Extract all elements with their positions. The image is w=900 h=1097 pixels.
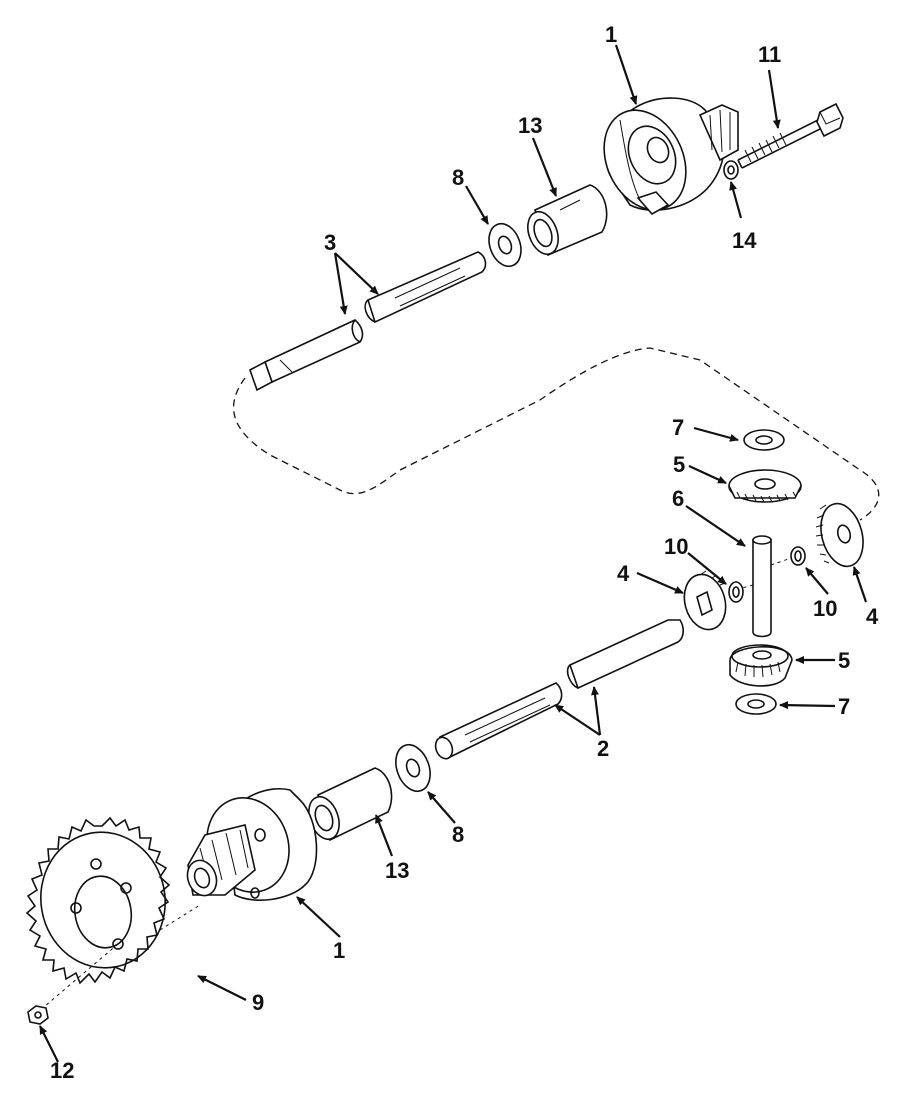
callout-washer-7-top: 7 (672, 415, 684, 440)
bearing-bottom-part (308, 767, 393, 842)
snap-ring-right-part (790, 546, 806, 566)
leader-lines (39, 44, 868, 1063)
callout-thrust-washer-bottom: 8 (452, 822, 464, 847)
sprocket-part (25, 816, 171, 985)
bearing-top-part (527, 184, 608, 257)
callout-sprocket: 9 (252, 990, 264, 1015)
washer-7-top-part (743, 429, 785, 451)
bevel-gear-right-part (815, 502, 864, 568)
callout-pinion-gear-top: 5 (673, 452, 685, 477)
alignment-line-hub (159, 904, 201, 931)
callout-bearing-top: 13 (518, 113, 542, 138)
washer-7-bottom-part (735, 693, 777, 715)
callout-washer-7-bottom: 7 (838, 694, 850, 719)
callout-cross-shaft: 6 (672, 486, 684, 511)
bolt-part (737, 102, 844, 169)
thrust-washer-bottom-part (395, 743, 431, 793)
bevel-gear-left-part (683, 570, 727, 631)
housing-bottom-part (186, 788, 318, 901)
callout-nut: 12 (50, 1058, 74, 1083)
assembly-group-outline (232, 347, 880, 521)
lock-washer-part (723, 160, 739, 180)
callout-bolt: 11 (758, 42, 781, 67)
pinion-gear-top-part (728, 469, 802, 503)
callout-snap-ring-left: 10 (664, 534, 688, 559)
thrust-washer-top-part (488, 222, 522, 268)
callout-bevel-gear-right: 4 (866, 604, 879, 629)
callout-housing-bottom: 1 (333, 938, 345, 963)
cross-shaft-part (734, 535, 801, 638)
callout-housing-top: 1 (605, 22, 617, 47)
callout-pinion-gear-bottom: 5 (838, 648, 850, 673)
callout-lock-washer: 14 (732, 228, 757, 253)
callout-snap-ring-right: 10 (813, 596, 837, 621)
housing-top-part (603, 97, 739, 216)
callout-bearing-bottom: 13 (385, 858, 409, 883)
callout-axle-right: 2 (597, 736, 609, 761)
snap-ring-left-part (728, 581, 744, 603)
nut-part (27, 1005, 49, 1025)
axle-right-part (434, 619, 684, 760)
pinion-gear-bottom-part (729, 644, 793, 687)
callout-thrust-washer-top: 8 (452, 165, 464, 190)
callout-axle-left: 3 (324, 230, 336, 255)
axle-left-part (249, 251, 487, 392)
callout-bevel-gear-left: 4 (617, 561, 630, 586)
